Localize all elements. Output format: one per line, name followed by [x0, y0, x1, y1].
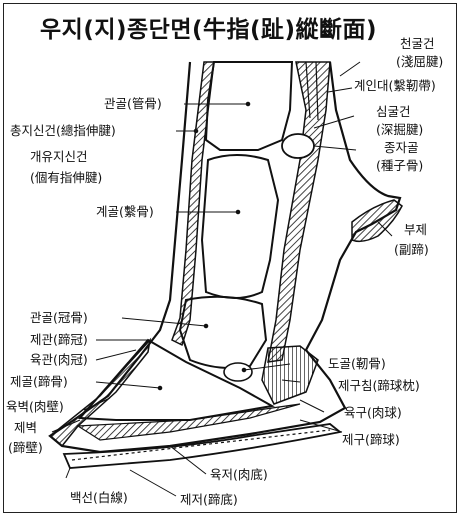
label-deep-flexor-1: 심굴건 [376, 104, 411, 120]
label-cannon-bone: 관골(管骨) [104, 96, 162, 112]
label-heel-bulb: 제구(蹄球) [342, 432, 400, 448]
crown-bone [180, 297, 266, 368]
label-common-extensor: 총지신건(總指伸腱) [10, 123, 116, 139]
label-coronary-corium: 육관(肉冠) [30, 352, 88, 368]
label-suspensory-ligament: 계인대(繫靭帶) [354, 78, 436, 94]
label-white-line: 백선(白線) [70, 490, 128, 506]
label-hoof-wall-1: 제벽 [14, 420, 37, 436]
label-proper-extensor-2: (個有指伸腱) [30, 170, 102, 186]
digital-cushion [262, 346, 318, 404]
label-pastern-bone: 계골(繫骨) [96, 204, 154, 220]
label-deep-flexor-2: (深掘腱) [376, 122, 423, 138]
label-laminar-corium: 육벽(肉壁) [6, 399, 64, 415]
pastern-bone [202, 155, 278, 298]
label-coffin-bone: 제골(蹄骨) [10, 374, 68, 390]
navicular-bone [224, 363, 252, 381]
label-bulb-corium: 육구(肉球) [344, 405, 402, 421]
sesamoid-bone [282, 134, 314, 158]
label-hoof-wall-2: (蹄壁) [8, 440, 43, 456]
label-sole-corium: 육저(肉底) [210, 467, 268, 483]
label-sesamoid-2: (種子骨) [376, 158, 423, 174]
label-sole: 제저(蹄底) [180, 492, 238, 508]
label-superficial-flexor-1: 천굴건 [400, 36, 435, 52]
label-dewclaw-1: 부제 [404, 222, 427, 238]
dewclaw [352, 200, 402, 241]
label-proper-extensor-1: 개유지신건 [30, 149, 88, 165]
label-digital-cushion: 제구침(蹄球枕) [338, 378, 420, 394]
label-coronary-band: 제관(蹄冠) [30, 332, 88, 348]
label-dewclaw-2: (副蹄) [394, 242, 429, 258]
label-sesamoid-1: 종자골 [384, 140, 419, 156]
label-navicular: 도골(靭骨) [328, 356, 386, 372]
label-crown-bone: 관골(冠骨) [30, 310, 88, 326]
label-superficial-flexor-2: (淺屈腱) [396, 54, 443, 70]
